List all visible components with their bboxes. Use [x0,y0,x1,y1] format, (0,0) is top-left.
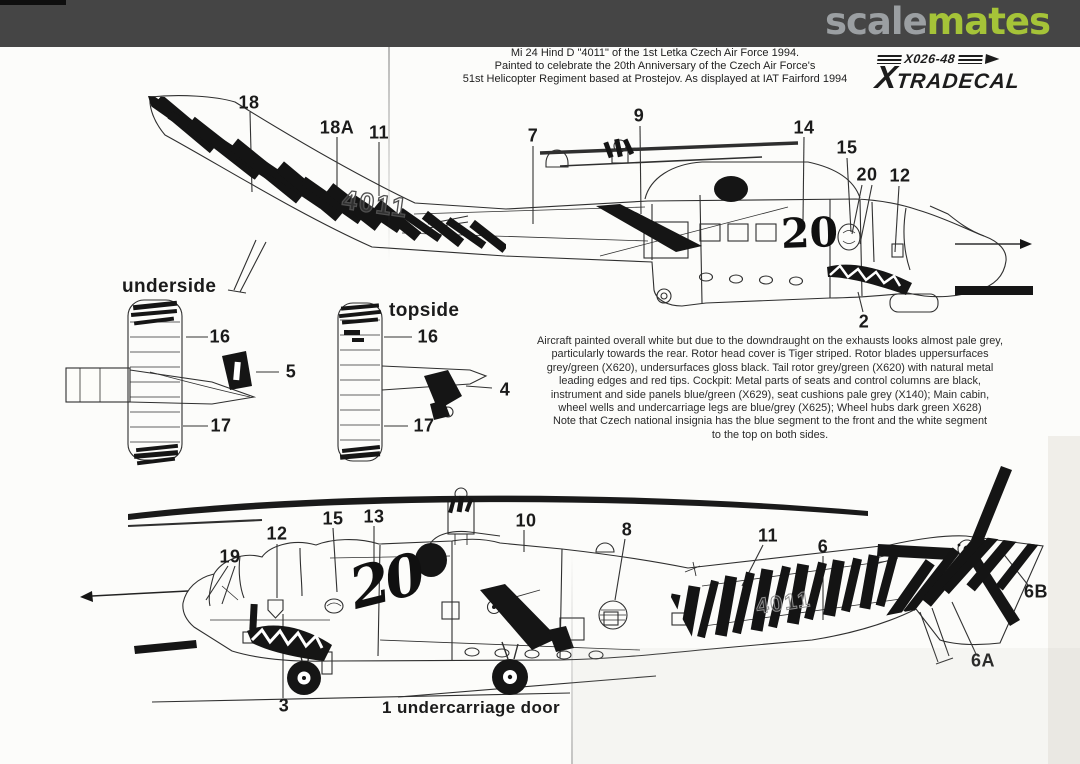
notes-line: Aircraft painted overall white but due t… [537,335,1003,347]
header-corner-strip [0,0,66,5]
callout-19: 19 [219,546,241,567]
title-block: Mi 24 Hind D "4011" of the 1st Letka Cze… [430,47,880,86]
undercarriage-door-label: 1 undercarriage door [382,698,561,717]
callout-11: 11 [368,122,390,143]
callout-4: 4 [499,379,511,400]
title-line-2: Painted to celebrate the 20th Anniversar… [494,60,816,72]
scan-tint [573,648,1080,764]
scalemates-logo[interactable]: scalemates [824,0,1051,43]
site-header-bar: scalemates [0,0,1080,47]
xtradecal-code-row: X026-48 [876,52,1038,66]
callout-20: 20 [856,164,878,185]
topside-view-label: topside [389,300,460,321]
scan-edge-shadow [1048,436,1080,764]
callout-15: 15 [322,508,344,529]
xtradecal-logo: X026-48 XTRADECAL [874,52,1038,95]
callout-18A: 18A [319,117,355,138]
notes-line: leading edges and red tips. Cockpit: Met… [559,375,981,388]
decal-sheet-code: X026-48 [903,52,956,66]
fold-crease-bottom [571,552,573,764]
notes-line: to the top on both sides. [711,428,829,441]
title-line-3: 51st Helicopter Regiment based at Proste… [462,73,848,85]
notes-line: particularly towards the rear. Rotor hea… [551,348,989,361]
callout-7: 7 [527,125,539,146]
underside-view-label: underside [122,276,217,297]
callout-10: 10 [515,510,537,531]
callout-11: 11 [757,525,779,546]
notes-line: instrument and side panels blue/green (X… [550,388,990,401]
painting-notes: Aircraft painted overall white but due t… [518,335,1022,442]
notes-line: Note that Czech national insignia has th… [552,415,988,428]
scalemates-logo-mates: mates [926,0,1051,43]
callout-6B: 6B [1023,581,1049,602]
callout-18: 18 [238,92,260,113]
callout-9: 9 [633,105,645,126]
callout-14: 14 [793,117,815,138]
callout-16: 16 [417,326,439,347]
arrow-icon [984,54,1000,64]
callout-5: 5 [285,361,297,382]
notes-line: grey/green (X620), undersurfaces gloss b… [546,361,994,374]
speed-lines-icon [957,54,983,64]
notes-line: wheel wells and undercarriage legs are b… [558,402,982,415]
callout-2: 2 [858,311,870,332]
scalemates-logo-scale: scale [824,0,928,43]
tactical-number-top-view: 20 [780,208,839,258]
callout-13: 13 [363,506,385,527]
callout-15: 15 [836,137,858,158]
callout-6A: 6A [970,650,996,671]
callout-17: 17 [210,415,232,436]
fold-crease-top [388,47,390,262]
xtradecal-wordmark: XTRADECAL [874,59,1037,95]
callout-12: 12 [889,165,911,186]
callout-17: 17 [413,415,435,436]
callout-12: 12 [266,523,288,544]
callout-8: 8 [621,519,633,540]
xtradecal-rest: TRADECAL [895,70,1022,93]
callout-6: 6 [817,536,829,557]
callout-16: 16 [209,326,231,347]
title-line-1: Mi 24 Hind D "4011" of the 1st Letka Cze… [510,47,800,59]
callout-3: 3 [278,695,290,716]
